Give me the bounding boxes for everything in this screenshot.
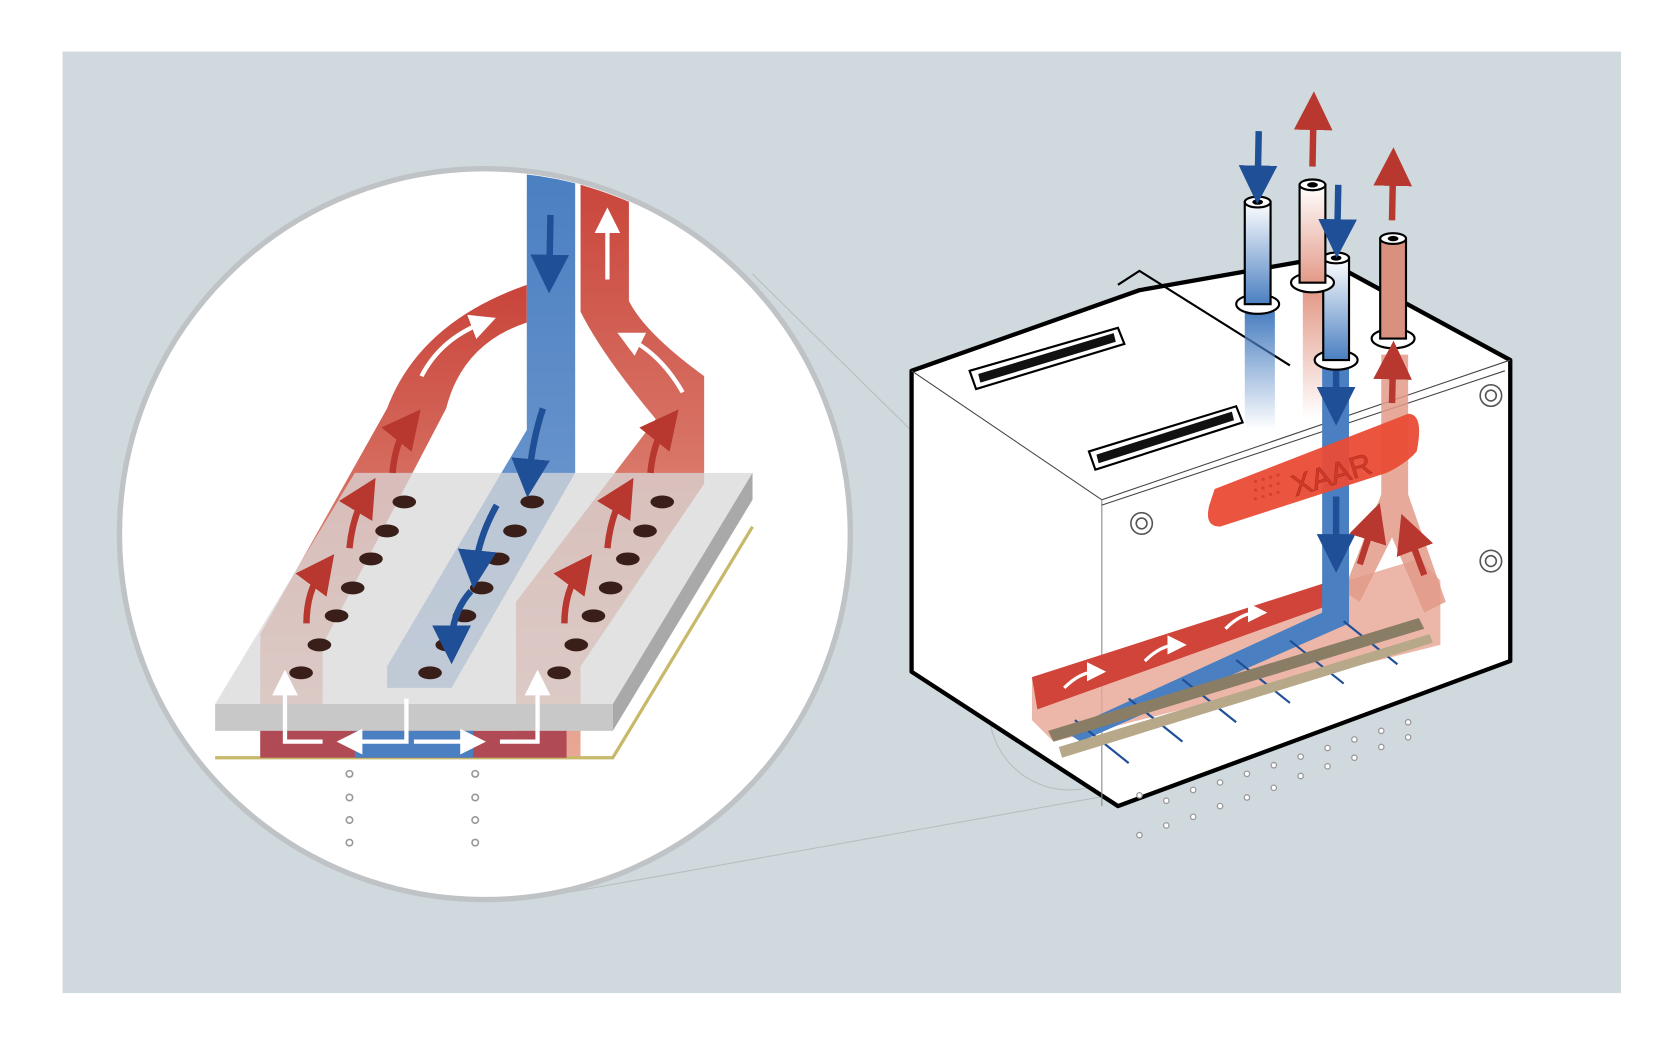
flow-arrow-up-icon <box>295 409 679 624</box>
ink-droplets <box>1136 718 1412 839</box>
nozzle-plate-front <box>215 703 613 731</box>
logo-dot-grid <box>1253 473 1280 501</box>
ink-droplets <box>345 769 480 847</box>
curved-flow-arrow-icon <box>1063 602 1268 690</box>
magnified-detail-view <box>116 166 854 903</box>
screw-icon <box>1130 383 1503 573</box>
brand-logo-band <box>1207 413 1420 527</box>
nozzle-holes <box>289 495 675 680</box>
nozzle-plate-side <box>612 472 753 731</box>
connector-slot <box>968 326 1245 472</box>
printhead-body: XAAR <box>909 91 1513 839</box>
supply-channel <box>1064 354 1350 742</box>
supply-channel <box>387 171 576 688</box>
ink-inlet-pipe <box>1235 195 1359 371</box>
flow-arrow-down-icon <box>432 214 570 665</box>
flow-arrow-down-icon <box>1238 131 1357 573</box>
flow-arrow-up-icon <box>1293 91 1434 577</box>
curved-flow-arrow-icon <box>272 207 685 755</box>
